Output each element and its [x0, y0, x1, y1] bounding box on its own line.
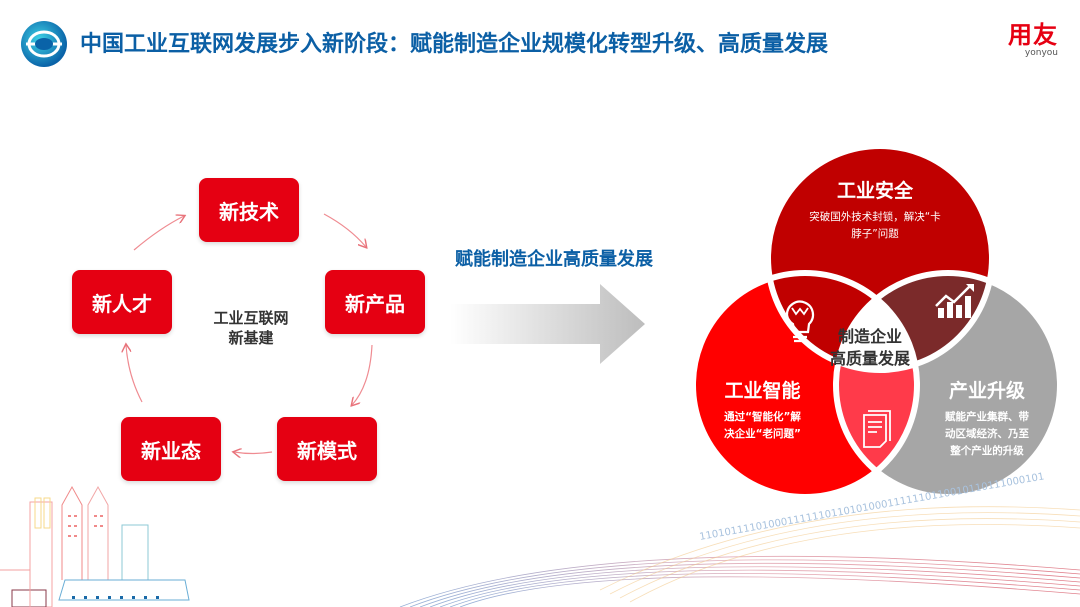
venn-diagram — [690, 143, 1063, 500]
venn-right-desc-line1: 赋能产业集群、带 — [945, 411, 1029, 423]
venn-center-line1: 制造企业 — [837, 327, 902, 346]
document-icon — [863, 410, 891, 448]
cycle-item-new-model: 新模式 — [277, 417, 377, 481]
venn-right-title: 产业升级 — [948, 380, 1025, 402]
cycle-center-line2: 新基建 — [228, 329, 274, 347]
venn-left-desc-line1: 通过“智能化”解 — [724, 411, 801, 423]
city-skyline-decoration — [0, 485, 190, 607]
brand-name-cn: 用友 — [1008, 21, 1058, 49]
venn-top-section: 工业安全 突破国外技术封锁，解决“卡 脖子”问题 — [790, 176, 960, 243]
page-title: 中国工业互联网发展步入新阶段：赋能制造企业规模化转型升级、高质量发展 — [80, 32, 829, 57]
venn-top-desc-line2: 脖子”问题 — [851, 228, 899, 240]
venn-right-desc-line2: 动区域经济、乃至 — [945, 428, 1029, 440]
cycle-center-line1: 工业互联网 — [213, 309, 289, 327]
venn-left-desc-line2: 决企业“老问题” — [724, 428, 801, 440]
venn-left-title: 工业智能 — [724, 380, 801, 402]
svg-text:110101111010001111110110101000: 1101011110100011111101101010001111110110… — [699, 471, 1046, 543]
venn-left-section: 工业智能 通过“智能化”解 决企业“老问题” — [705, 376, 820, 443]
venn-center-label: 制造企业 高质量发展 — [815, 326, 925, 370]
venn-right-desc-line3: 整个产业的升级 — [950, 445, 1024, 457]
lightbulb-icon — [785, 300, 815, 343]
cycle-item-new-technology: 新技术 — [199, 178, 299, 242]
cycle-center-label: 工业互联网 新基建 — [196, 308, 306, 348]
cycle-item-new-product: 新产品 — [325, 270, 425, 334]
growth-chart-icon — [935, 284, 974, 318]
middle-label: 赋能制造企业高质量发展 — [455, 249, 653, 270]
venn-right-section: 产业升级 赋能产业集群、带 动区域经济、乃至 整个产业的升级 — [932, 376, 1042, 460]
slide-header: 中国工业互联网发展步入新阶段：赋能制造企业规模化转型升级、高质量发展 用友 yo… — [0, 0, 1080, 80]
industrial-internet-logo-icon — [21, 21, 67, 67]
cycle-item-new-talent: 新人才 — [72, 270, 172, 334]
venn-center-line2: 高质量发展 — [829, 349, 910, 368]
cycle-item-new-business: 新业态 — [121, 417, 221, 481]
venn-top-title: 工业安全 — [836, 180, 913, 202]
gradient-right-arrow-icon — [450, 284, 645, 364]
yonyou-logo: 用友 yonyou — [1008, 22, 1058, 58]
data-waves-decoration: 1101011110100011111101101010001111110110… — [399, 471, 1080, 607]
brand-name-en: yonyou — [1024, 48, 1058, 58]
venn-top-desc-line1: 突破国外技术封锁，解决“卡 — [809, 211, 941, 223]
